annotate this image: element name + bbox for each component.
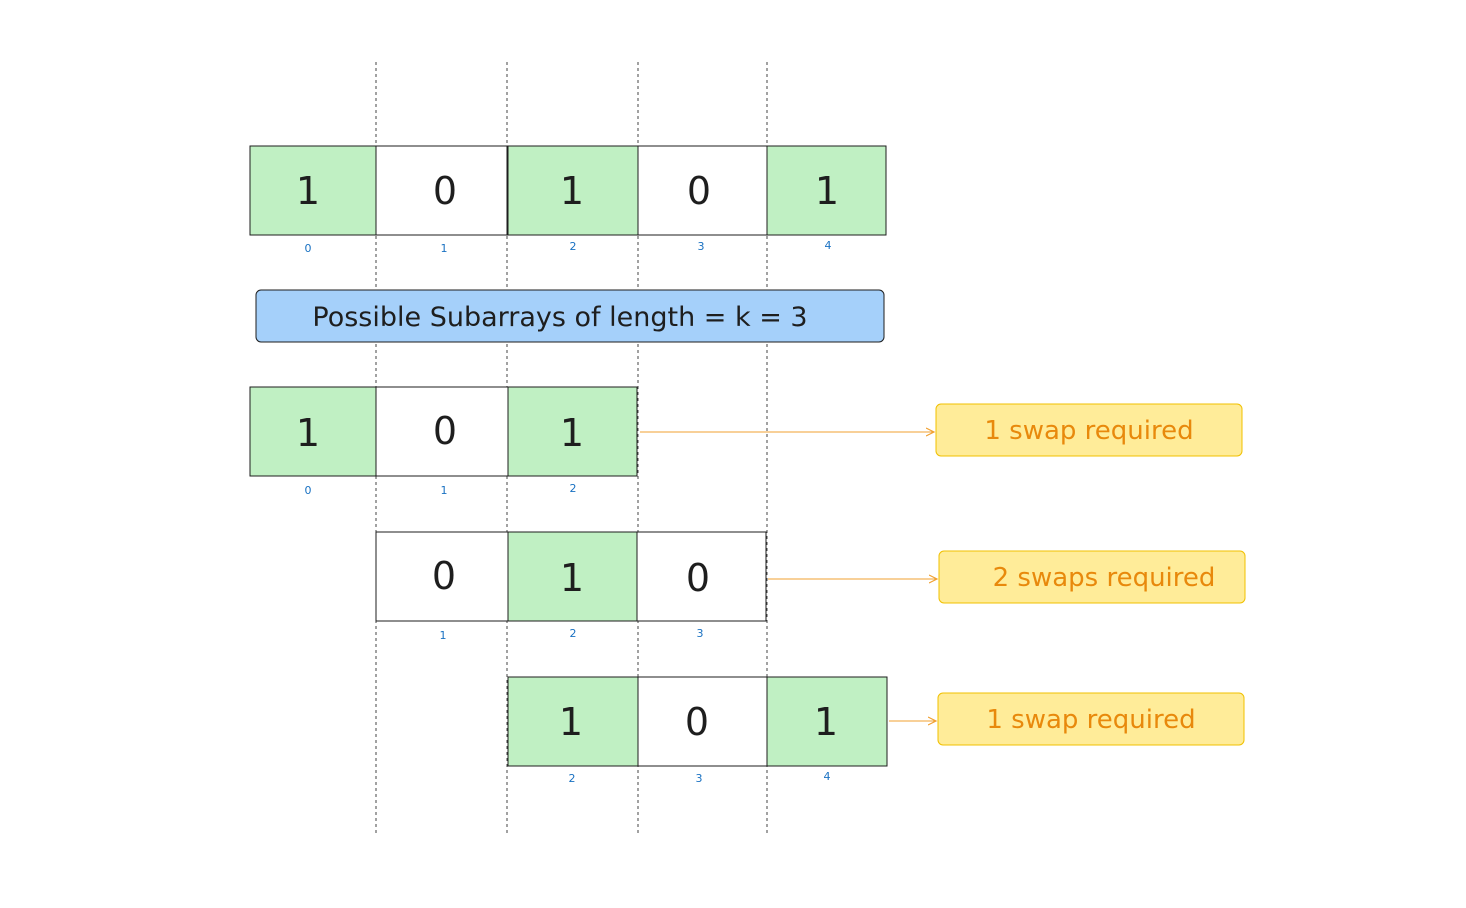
title-banner: Possible Subarrays of length = k = 3 <box>255 289 885 343</box>
array-cell <box>636 531 767 622</box>
array-cell <box>249 386 377 477</box>
title-text: Possible Subarrays of length = k = 3 <box>312 302 807 333</box>
note-box <box>938 550 1246 604</box>
cell-value: 0 <box>686 556 710 600</box>
index-label: 3 <box>696 772 703 785</box>
index-label: 3 <box>698 240 705 253</box>
array-cell <box>375 145 508 236</box>
index-label: 4 <box>825 239 832 252</box>
cell-value: 0 <box>433 169 457 213</box>
cell-value: 1 <box>296 411 320 455</box>
array-cell <box>375 531 509 622</box>
index-label: 0 <box>305 484 312 497</box>
note-text: 1 swap required <box>986 705 1195 735</box>
cell-value: 1 <box>559 700 583 744</box>
cell-value: 0 <box>685 700 709 744</box>
cell-value: 1 <box>814 700 838 744</box>
note-box <box>935 403 1243 457</box>
note-text: 1 swap required <box>984 416 1193 446</box>
index-label: 0 <box>305 242 312 255</box>
index-label: 1 <box>441 242 448 255</box>
cell-value: 0 <box>433 409 457 453</box>
array-cell <box>766 145 887 236</box>
cell-value: 1 <box>296 169 320 213</box>
cell-value: 0 <box>432 554 456 598</box>
cell-value: 1 <box>560 556 584 600</box>
array-cell <box>249 145 377 236</box>
array-cell <box>637 676 768 767</box>
index-label: 2 <box>570 627 577 640</box>
array-cell <box>766 676 888 767</box>
note-box <box>937 692 1245 746</box>
index-label: 1 <box>441 484 448 497</box>
index-label: 2 <box>569 772 576 785</box>
array-cell <box>507 531 638 622</box>
array-cell <box>507 386 638 477</box>
index-label: 1 <box>440 629 447 642</box>
cell-value: 1 <box>815 169 839 213</box>
index-label: 2 <box>570 240 577 253</box>
array-cell <box>507 145 639 236</box>
index-label: 2 <box>570 482 577 495</box>
array-cell <box>507 676 639 767</box>
subarray-row: 1 0 1 2 3 4 1 swap required <box>507 676 1245 785</box>
main-array: 1 0 1 0 1 0 1 2 3 4 <box>249 145 887 255</box>
subarray-row: 1 0 1 0 1 2 1 swap required <box>249 386 1243 497</box>
subarray-row: 0 1 0 1 2 3 2 swaps required <box>375 531 1246 642</box>
cell-value: 1 <box>560 411 584 455</box>
cell-value: 0 <box>687 169 711 213</box>
index-label: 4 <box>824 770 831 783</box>
index-label: 3 <box>697 627 704 640</box>
note-text: 2 swaps required <box>993 563 1216 593</box>
array-cell <box>637 145 768 236</box>
title-box <box>255 289 885 343</box>
cell-value: 1 <box>560 169 584 213</box>
